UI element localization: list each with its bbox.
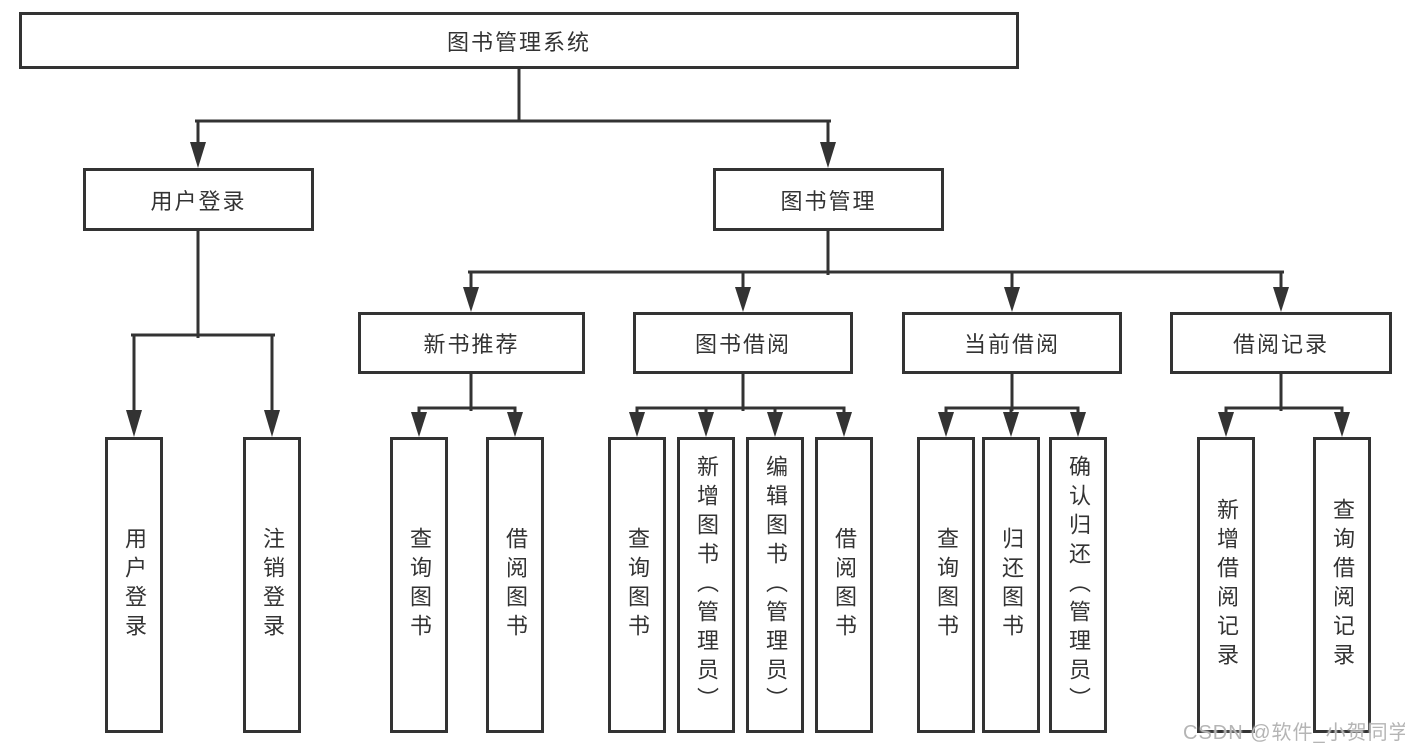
node-new-book-recommend: 新书推荐	[358, 312, 585, 374]
node-new-book-recommend-label: 新书推荐	[423, 332, 520, 357]
leaf-current-confirm-return-admin: 确认归还（管理员）	[1049, 437, 1107, 733]
leaf-borrow-edit-books-admin: 编辑图书（管理员）	[746, 437, 804, 733]
leaf-borrow-add-books-admin: 新增图书（管理员）	[677, 437, 735, 733]
node-borrow-records: 借阅记录	[1170, 312, 1392, 374]
leaf-records-query-record: 查询借阅记录	[1313, 437, 1371, 733]
leaf-borrow-edit-books-admin-label: 编辑图书（管理员）	[763, 454, 788, 716]
leaf-current-query-books-label: 查询图书	[934, 527, 959, 643]
leaf-current-confirm-return-admin-label: 确认归还（管理员）	[1066, 454, 1091, 716]
connector-book-mgmt-to-modules	[463, 228, 1289, 312]
leaf-current-query-books: 查询图书	[917, 437, 975, 733]
leaf-rec-query-books: 查询图书	[390, 437, 448, 733]
leaf-records-add-record: 新增借阅记录	[1197, 437, 1255, 733]
csdn-watermark: CSDN @软件_小贺同学	[1183, 722, 1405, 744]
leaf-records-query-record-label: 查询借阅记录	[1330, 498, 1355, 672]
leaf-borrow-borrow-books-label: 借阅图书	[832, 527, 857, 643]
node-borrow-records-label: 借阅记录	[1232, 332, 1329, 357]
node-current-borrow: 当前借阅	[902, 312, 1122, 374]
leaf-records-add-record-label: 新增借阅记录	[1214, 498, 1239, 672]
node-library-system: 图书管理系统	[19, 12, 1019, 69]
node-book-borrow-label: 图书借阅	[694, 332, 791, 357]
node-library-system-label: 图书管理系统	[446, 29, 591, 55]
connector-borrow-records-to-leaves	[1218, 371, 1350, 437]
connector-current-borrow-to-leaves	[938, 371, 1086, 437]
leaf-rec-query-books-label: 查询图书	[407, 527, 432, 643]
node-book-management-branch-label: 图书管理	[780, 188, 877, 214]
leaf-rec-borrow-books: 借阅图书	[486, 437, 544, 733]
leaf-logout: 注销登录	[243, 437, 301, 733]
leaf-borrow-add-books-admin-label: 新增图书（管理员）	[694, 454, 719, 716]
node-current-borrow-label: 当前借阅	[963, 332, 1060, 357]
leaf-current-return-books: 归还图书	[982, 437, 1040, 733]
node-user-login-branch: 用户登录	[83, 168, 314, 231]
node-book-borrow: 图书借阅	[633, 312, 853, 374]
leaf-user-login: 用户登录	[105, 437, 163, 733]
leaf-borrow-query-books-label: 查询图书	[625, 527, 650, 643]
leaf-logout-label: 注销登录	[260, 527, 285, 643]
leaf-borrow-borrow-books: 借阅图书	[815, 437, 873, 733]
connector-book-borrow-to-leaves	[629, 371, 852, 437]
node-book-management-branch: 图书管理	[713, 168, 944, 231]
connector-root-to-level2	[190, 66, 836, 168]
leaf-user-login-label: 用户登录	[122, 527, 147, 643]
leaf-rec-borrow-books-label: 借阅图书	[503, 527, 528, 643]
node-user-login-branch-label: 用户登录	[150, 188, 247, 214]
connector-new-book-rec-to-leaves	[411, 371, 523, 437]
leaf-current-return-books-label: 归还图书	[999, 527, 1024, 643]
connector-user-login-to-leaves	[126, 228, 280, 437]
leaf-borrow-query-books: 查询图书	[608, 437, 666, 733]
